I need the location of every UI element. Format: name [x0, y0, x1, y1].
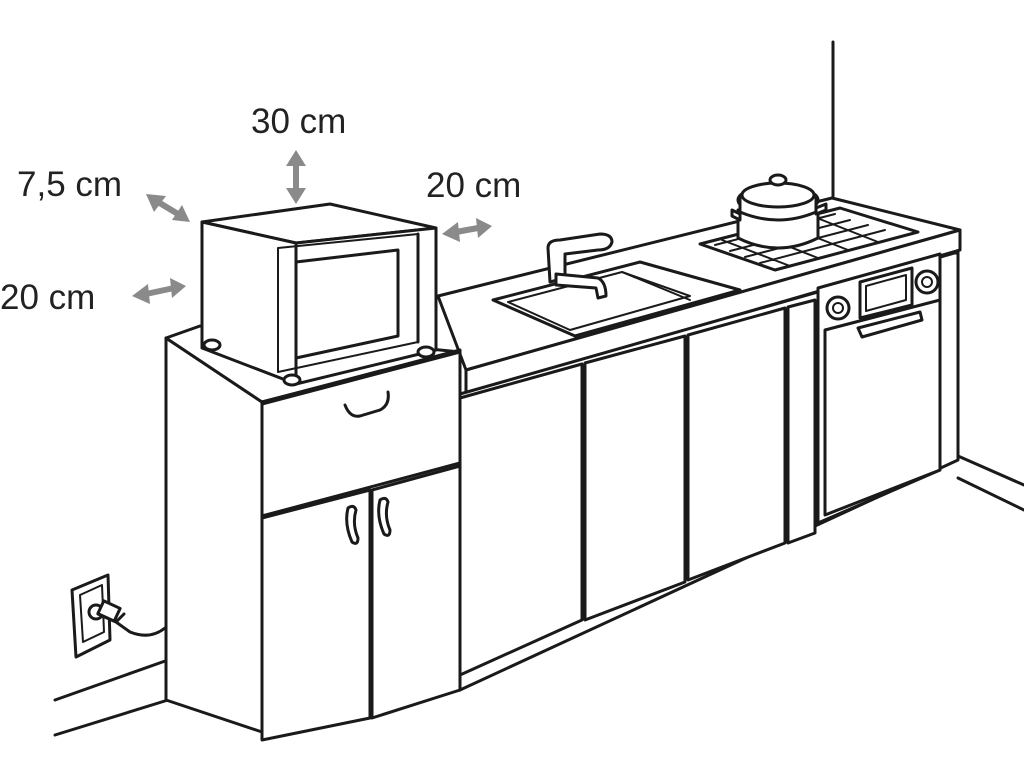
right-clearance-label: 20 cm	[426, 166, 522, 205]
arrow-top	[286, 150, 306, 204]
arrow-left-upper	[146, 194, 190, 222]
top-clearance-label: 30 cm	[251, 102, 347, 141]
microwave-cabinet	[164, 324, 462, 742]
arrow-right	[442, 218, 492, 242]
sink	[491, 232, 742, 338]
oven	[816, 252, 942, 525]
left-upper-clearance-label: 7,5 cm	[17, 165, 123, 204]
hob	[698, 173, 920, 272]
room-walls	[53, 40, 1024, 737]
microwave-oven	[200, 202, 438, 387]
left-lower-clearance-label: 20 cm	[0, 278, 96, 317]
arrow-left-lower	[132, 278, 186, 304]
wall-socket	[70, 573, 167, 659]
main-cabinet-doors	[458, 298, 817, 677]
